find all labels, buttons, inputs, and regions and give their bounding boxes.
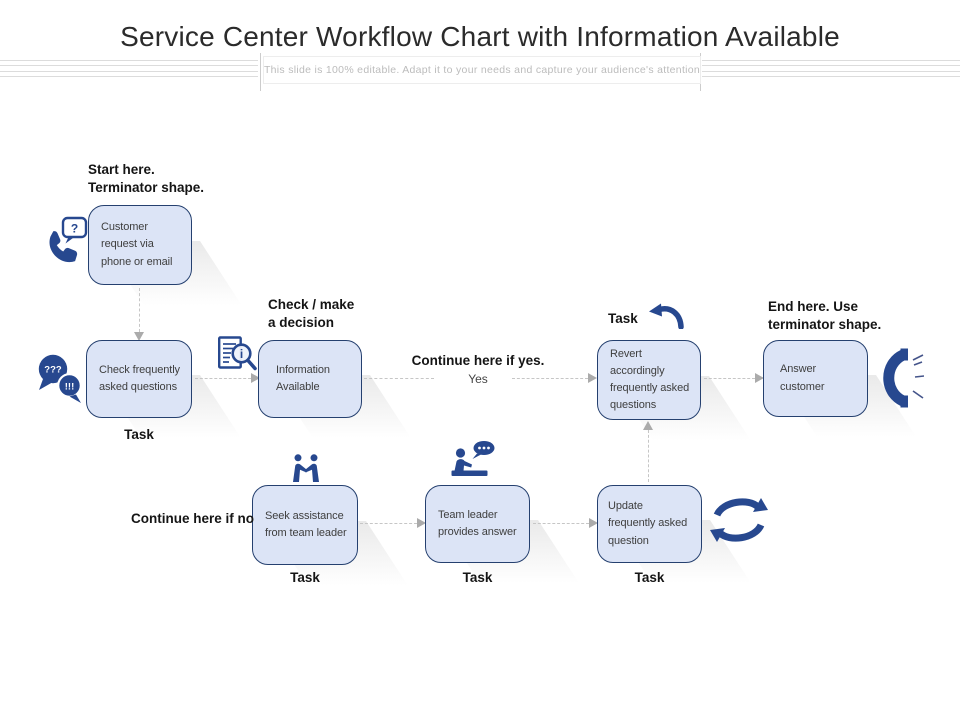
decorative-lines-left [0,60,258,77]
document-search-icon: i [217,336,257,371]
svg-text:!!!: !!! [65,382,75,393]
svg-text:i: i [240,347,243,361]
svg-text:?: ? [71,222,78,236]
continue-yes-label: Continue here if yes. [411,353,545,368]
task-label-team: Task [462,570,493,585]
node-seek-assistance: Seek assistance from team leader [252,485,358,565]
line-info-to-yes [364,378,434,379]
node-check-faq: Check frequently asked questions [86,340,192,418]
refresh-icon [710,498,768,542]
page-title: Service Center Workflow Chart with Infor… [120,21,840,52]
node-team-leader: Team leader provides answer [425,485,530,563]
node-text: Revert accordingly frequently asked ques… [610,347,690,412]
presenter-icon [451,441,495,476]
node-update-faq: Update frequently asked question [597,485,702,563]
yes-label: Yes [468,372,488,386]
task-label-revert: Task [608,311,638,326]
phone-question-icon: ? [49,216,88,263]
task-label-check: Task [124,427,154,442]
node-text: Customer request via phone or email [101,221,173,268]
node-text: Information Available [276,363,330,393]
continue-no-label: Continue here if no [131,511,254,526]
node-information-available: Information Available [258,340,362,418]
start-label: Start here. Terminator shape. [88,162,205,195]
task-label-update: Task [634,570,665,585]
node-text: Check frequently asked questions [99,363,180,393]
node-answer-customer: Answer customer [763,340,868,417]
chat-bubbles-icon: ??? !!! [38,354,82,403]
svg-text:???: ??? [44,365,62,376]
task-label-seek: Task [290,570,320,585]
arrow-revert-to-answer [704,373,764,384]
undo-arrow-icon [649,303,684,329]
end-label: End here. Use terminator shape. [768,299,882,332]
node-text: Answer customer [780,363,825,393]
node-text: Update frequently asked question [608,500,688,547]
node-text: Seek assistance from team leader [265,509,347,539]
node-revert-faq: Revert accordingly frequently asked ques… [597,340,701,420]
handshake-icon [293,454,319,482]
decorative-lines-right [702,60,960,77]
arrow-team-to-update [533,518,598,529]
subtitle-edge-left [260,53,261,91]
arrow-check-to-info [195,373,260,384]
arrow-yes-to-revert [512,373,597,384]
node-customer-request: Customer request via phone or email [88,205,192,285]
arrow-seek-to-team [360,518,426,529]
arrow-customer-to-check [134,288,145,341]
node-text: Team leader provides answer [438,508,517,538]
phone-handset-icon [883,348,924,408]
subtitle: This slide is 100% editable. Adapt it to… [263,56,701,84]
arrow-update-to-revert [643,421,654,482]
decision-label: Check / make a decision [268,297,355,330]
